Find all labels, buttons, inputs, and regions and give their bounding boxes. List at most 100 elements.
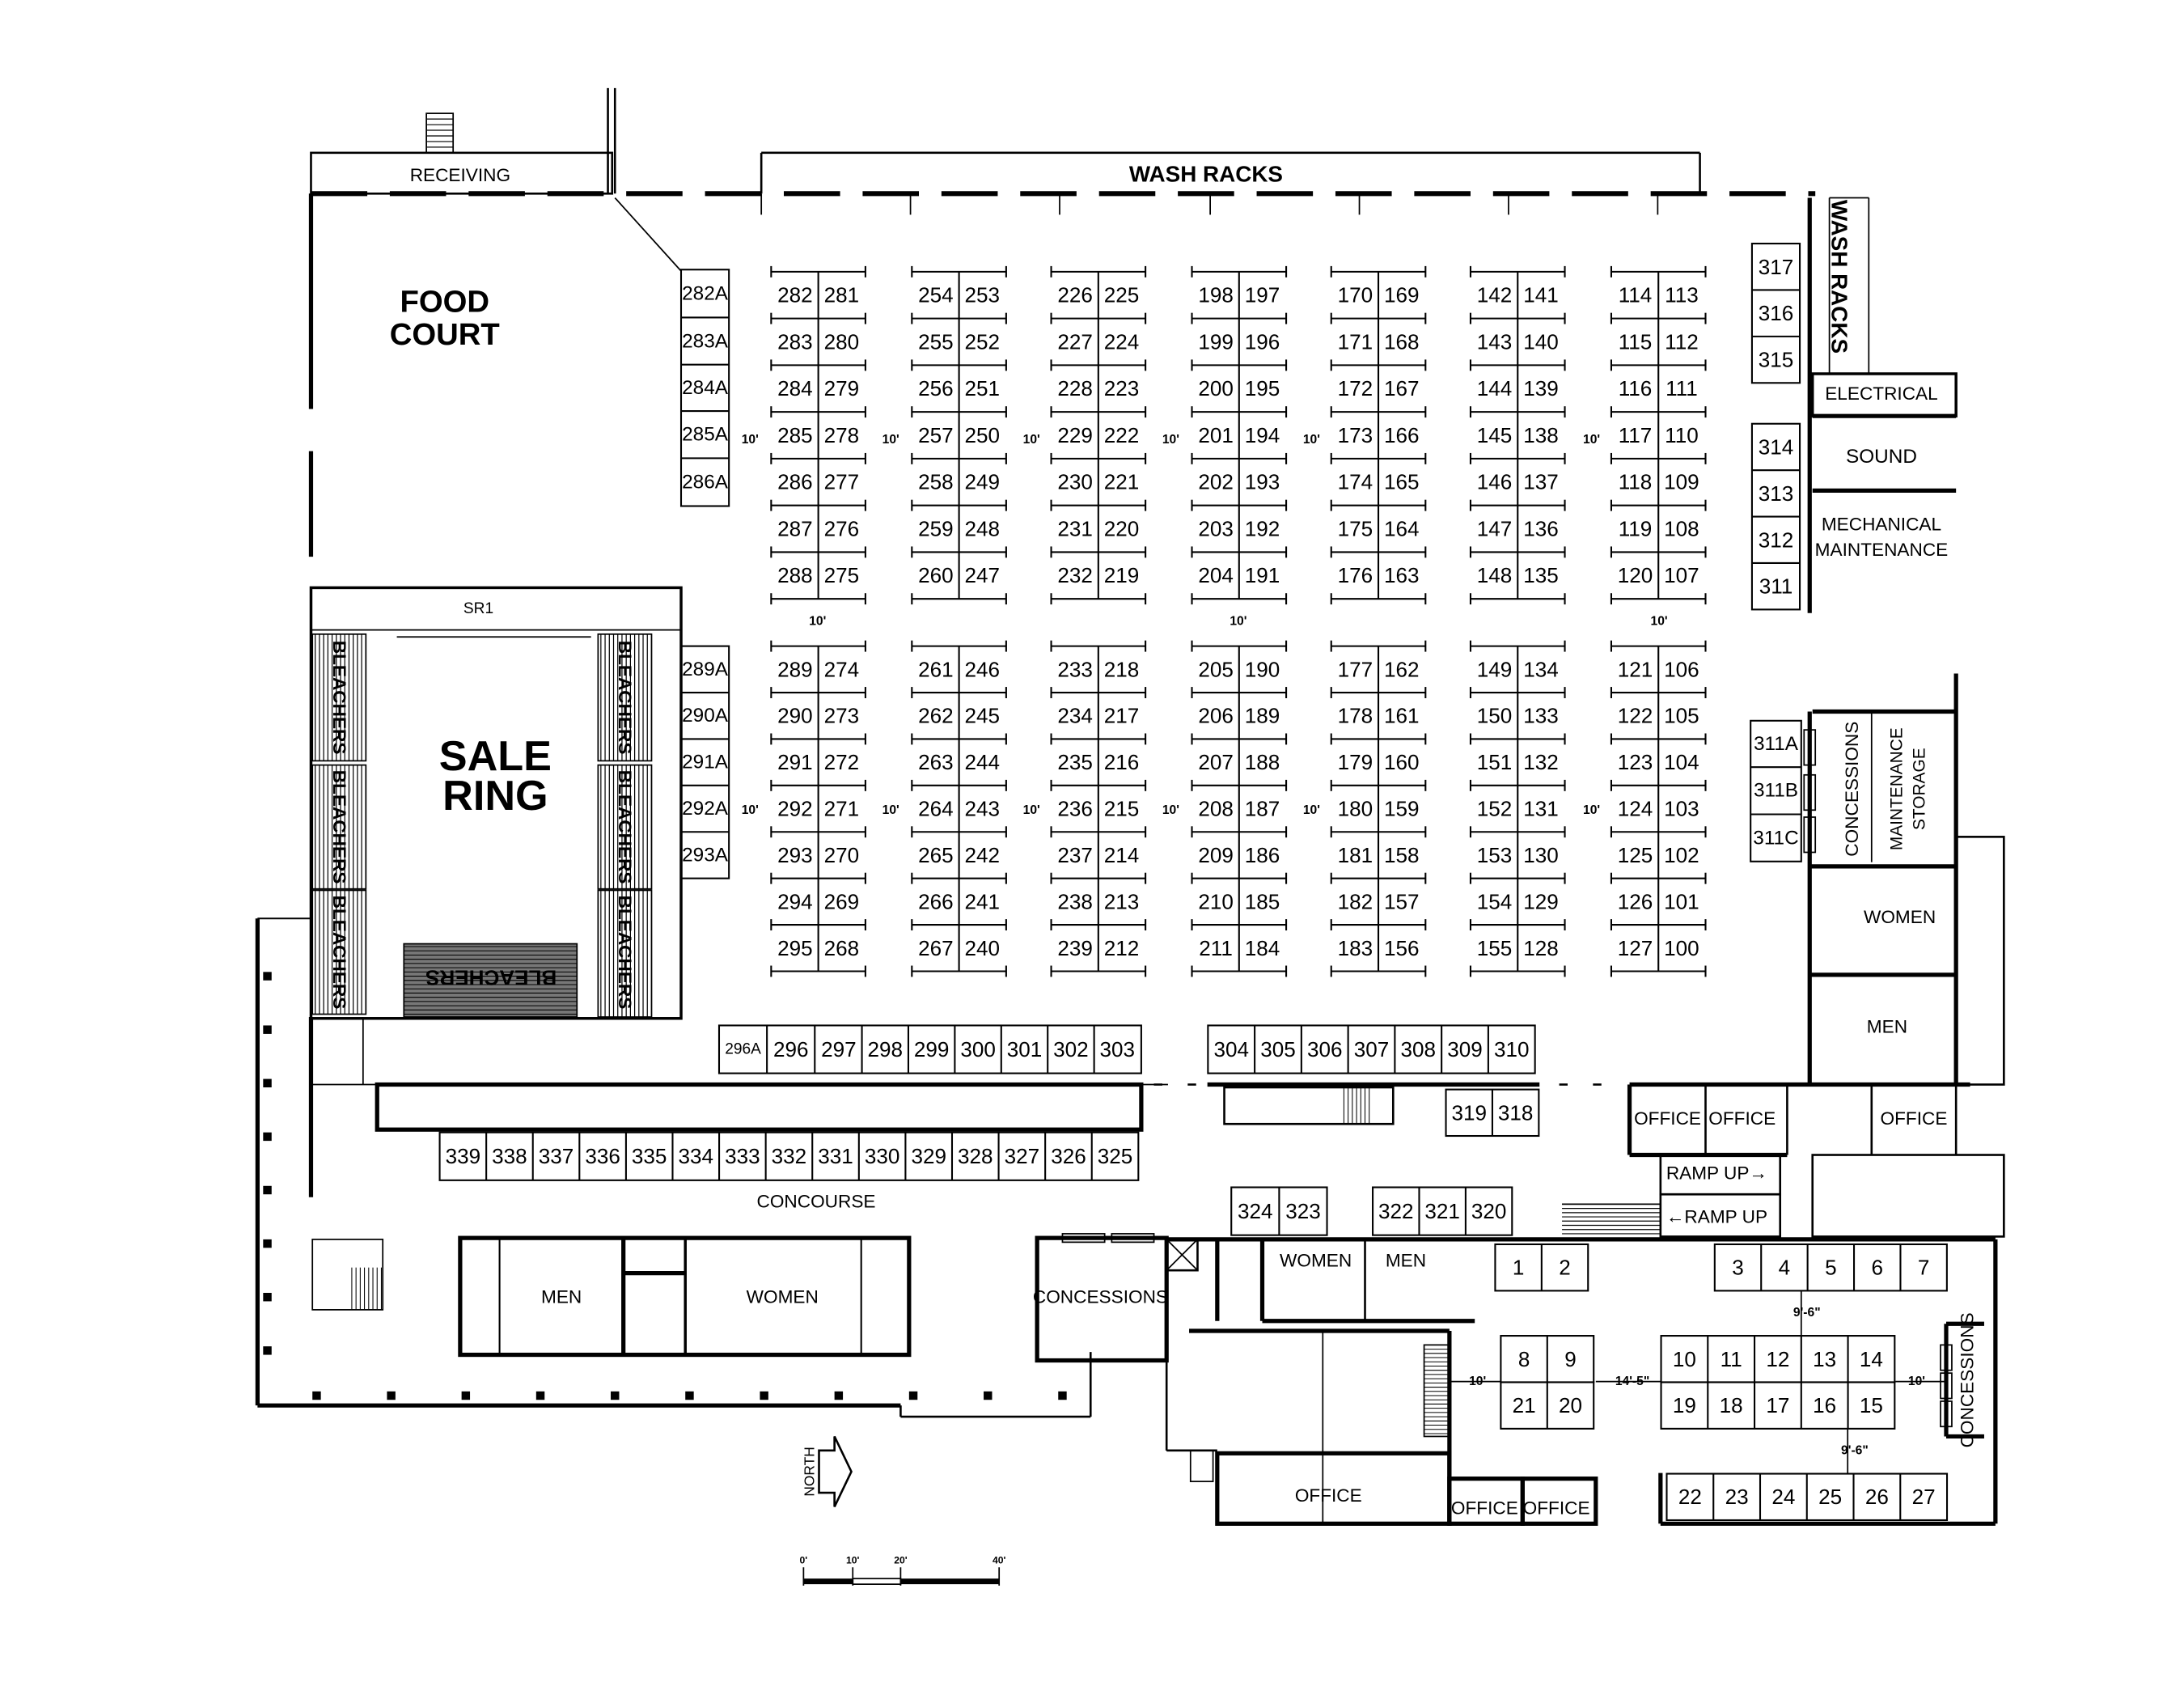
booth-number[interactable]: 250 bbox=[965, 423, 1001, 447]
booth-number[interactable]: 4 bbox=[1779, 1256, 1791, 1280]
booth-number[interactable]: 21 bbox=[1513, 1393, 1536, 1417]
booth-number[interactable]: 290 bbox=[777, 704, 813, 728]
booth-number[interactable]: 155 bbox=[1477, 936, 1513, 960]
booth-number[interactable]: 126 bbox=[1618, 889, 1653, 913]
booth-number[interactable]: 322 bbox=[1378, 1199, 1414, 1223]
booth-number[interactable]: 306 bbox=[1307, 1037, 1343, 1061]
booth-number[interactable]: 226 bbox=[1057, 283, 1093, 307]
booth-number[interactable]: 102 bbox=[1664, 843, 1699, 867]
booth-number[interactable]: 106 bbox=[1664, 657, 1699, 681]
booth-number[interactable]: 310 bbox=[1494, 1037, 1530, 1061]
booth-number[interactable]: 268 bbox=[824, 936, 860, 960]
booth-number[interactable]: 170 bbox=[1338, 283, 1373, 307]
booth-number[interactable]: 162 bbox=[1384, 657, 1420, 681]
booth-number[interactable]: 245 bbox=[965, 704, 1001, 728]
booth-number[interactable]: 233 bbox=[1057, 657, 1093, 681]
booth-number[interactable]: 260 bbox=[918, 563, 954, 587]
booth-number[interactable]: 143 bbox=[1477, 329, 1513, 354]
booth-number[interactable]: 209 bbox=[1198, 843, 1234, 867]
booth-number[interactable]: 326 bbox=[1051, 1144, 1086, 1168]
booth-number[interactable]: 219 bbox=[1104, 563, 1140, 587]
booth-number[interactable]: 287 bbox=[777, 516, 813, 540]
booth-number[interactable]: 200 bbox=[1198, 376, 1234, 400]
booth-number[interactable]: 124 bbox=[1618, 797, 1653, 821]
booth-number[interactable]: 283A bbox=[682, 330, 729, 352]
booth-number[interactable]: 15 bbox=[1860, 1393, 1883, 1417]
booth-number[interactable]: 159 bbox=[1384, 797, 1420, 821]
booth-number[interactable]: 17 bbox=[1766, 1393, 1789, 1417]
booth-number[interactable]: 284A bbox=[682, 377, 729, 399]
booth-number[interactable]: 289A bbox=[682, 659, 729, 680]
booth-number[interactable]: 280 bbox=[824, 329, 860, 354]
booth-number[interactable]: 217 bbox=[1104, 704, 1140, 728]
booth-number[interactable]: 290A bbox=[682, 705, 729, 727]
booth-number[interactable]: 147 bbox=[1477, 516, 1513, 540]
booth-number[interactable]: 313 bbox=[1759, 481, 1794, 506]
booth-number[interactable]: 228 bbox=[1057, 376, 1093, 400]
booth-number[interactable]: 271 bbox=[824, 797, 860, 821]
booth-number[interactable]: 186 bbox=[1245, 843, 1280, 867]
booth-number[interactable]: 249 bbox=[965, 470, 1001, 494]
booth-number[interactable]: 27 bbox=[1912, 1485, 1936, 1509]
booth-number[interactable]: 198 bbox=[1198, 283, 1234, 307]
booth-number[interactable]: 100 bbox=[1664, 936, 1699, 960]
booth-number[interactable]: 316 bbox=[1759, 301, 1794, 325]
booth-number[interactable]: 160 bbox=[1384, 750, 1420, 774]
booth-number[interactable]: 123 bbox=[1618, 750, 1653, 774]
booth-number[interactable]: 118 bbox=[1619, 470, 1653, 494]
booth-number[interactable]: 324 bbox=[1238, 1199, 1273, 1223]
booth-number[interactable]: 203 bbox=[1198, 516, 1234, 540]
booth-number[interactable]: 221 bbox=[1104, 470, 1140, 494]
booth-number[interactable]: 234 bbox=[1057, 704, 1093, 728]
booth-number[interactable]: 119 bbox=[1619, 516, 1653, 540]
booth-number[interactable]: 131 bbox=[1523, 797, 1559, 821]
booth-number[interactable]: 130 bbox=[1523, 843, 1559, 867]
booth-number[interactable]: 222 bbox=[1104, 423, 1140, 447]
booth-number[interactable]: 184 bbox=[1245, 936, 1280, 960]
booth-number[interactable]: 299 bbox=[914, 1037, 950, 1061]
booth-number[interactable]: 122 bbox=[1618, 704, 1653, 728]
booth-number[interactable]: 188 bbox=[1245, 750, 1280, 774]
booth-number[interactable]: 237 bbox=[1057, 843, 1093, 867]
booth-number[interactable]: 114 bbox=[1619, 283, 1653, 307]
booth-number[interactable]: 178 bbox=[1338, 704, 1373, 728]
booth-number[interactable]: 183 bbox=[1338, 936, 1373, 960]
booth-number[interactable]: 295 bbox=[777, 936, 813, 960]
booth-number[interactable]: 336 bbox=[585, 1144, 620, 1168]
booth-number[interactable]: 112 bbox=[1665, 329, 1699, 354]
booth-number[interactable]: 258 bbox=[918, 470, 954, 494]
booth-number[interactable]: 240 bbox=[965, 936, 1001, 960]
booth-number[interactable]: 180 bbox=[1338, 797, 1373, 821]
booth-number[interactable]: 218 bbox=[1104, 657, 1140, 681]
booth-number[interactable]: 113 bbox=[1665, 283, 1699, 307]
booth-number[interactable]: 189 bbox=[1245, 704, 1280, 728]
booth-number[interactable]: 286A bbox=[682, 471, 729, 493]
booth-number[interactable]: 274 bbox=[824, 657, 860, 681]
booth-number[interactable]: 13 bbox=[1813, 1347, 1836, 1371]
booth-number[interactable]: 224 bbox=[1104, 329, 1140, 354]
booth-number[interactable]: 161 bbox=[1384, 704, 1420, 728]
booth-number[interactable]: 318 bbox=[1498, 1100, 1534, 1125]
booth-number[interactable]: 301 bbox=[1007, 1037, 1043, 1061]
booth-number[interactable]: 335 bbox=[632, 1144, 667, 1168]
booth-number[interactable]: 303 bbox=[1100, 1037, 1136, 1061]
booth-number[interactable]: 227 bbox=[1057, 329, 1093, 354]
booth-number[interactable]: 319 bbox=[1451, 1100, 1487, 1125]
booth-number[interactable]: 337 bbox=[539, 1144, 574, 1168]
booth-number[interactable]: 201 bbox=[1198, 423, 1234, 447]
booth-number[interactable]: 207 bbox=[1198, 750, 1234, 774]
booth-number[interactable]: 163 bbox=[1384, 563, 1420, 587]
booth-number[interactable]: 305 bbox=[1260, 1037, 1296, 1061]
booth-number[interactable]: 10 bbox=[1673, 1347, 1696, 1371]
booth-number[interactable]: 14 bbox=[1860, 1347, 1883, 1371]
booth-number[interactable]: 174 bbox=[1338, 470, 1373, 494]
booth-number[interactable]: 308 bbox=[1401, 1037, 1437, 1061]
booth-number[interactable]: 195 bbox=[1245, 376, 1280, 400]
booth-number[interactable]: 291A bbox=[682, 752, 729, 773]
booth-number[interactable]: 278 bbox=[824, 423, 860, 447]
booth-number[interactable]: 296A bbox=[725, 1041, 761, 1058]
booth-number[interactable]: 134 bbox=[1523, 657, 1559, 681]
booth-number[interactable]: 311A bbox=[1754, 733, 1799, 755]
booth-number[interactable]: 302 bbox=[1053, 1037, 1089, 1061]
booth-number[interactable]: 214 bbox=[1104, 843, 1140, 867]
